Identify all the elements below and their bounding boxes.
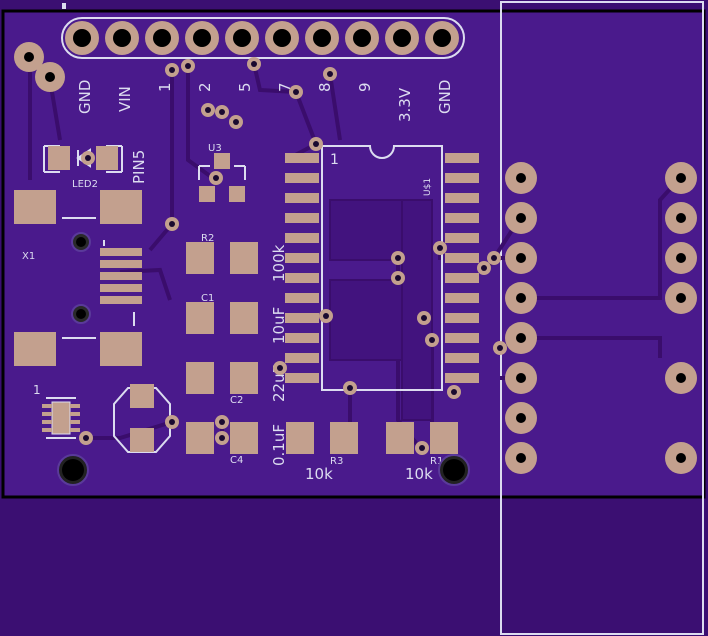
octagon-switch[interactable] — [113, 384, 171, 453]
r3-value: 10k — [305, 465, 333, 483]
pin5-label: PIN5 — [130, 150, 148, 184]
crystal-center-pads[interactable] — [100, 248, 142, 304]
mounting-holes-bottom — [57, 454, 470, 486]
r2-label: R2 — [201, 233, 214, 244]
r1-value: 10k — [405, 465, 433, 483]
c1-pads[interactable] — [186, 302, 258, 334]
mounting-pads-top-left[interactable] — [14, 42, 65, 92]
c2-label: C2 — [230, 395, 243, 406]
board-marker — [62, 3, 66, 9]
c4-label: C4 — [230, 455, 243, 466]
c4-value: 0.1uF — [270, 424, 288, 466]
u3-label: U3 — [208, 143, 222, 154]
r1-pads[interactable] — [386, 422, 458, 454]
via-holes — [83, 61, 503, 451]
c1-label: C1 — [201, 293, 214, 304]
header-label-7: 7 — [276, 82, 294, 92]
crystal-x1-label: X1 — [22, 251, 35, 262]
c2-value: 22uF — [270, 365, 288, 402]
r1-label: R1 — [430, 456, 443, 467]
r3-label: R3 — [330, 456, 343, 467]
header-pads[interactable] — [61, 17, 465, 59]
header-label-vin: VIN — [116, 86, 134, 112]
small-chip-footprint[interactable] — [42, 397, 80, 439]
ic-u1-label: U$1 — [423, 178, 433, 196]
connector-left-pads[interactable] — [505, 162, 537, 474]
led2-label: LED2 — [72, 179, 98, 190]
crystal-holes — [71, 232, 91, 324]
c2-pads[interactable] — [186, 362, 258, 394]
connector-right-pads[interactable] — [665, 162, 697, 474]
trace-regions — [329, 199, 433, 421]
ic-u1-right-pins[interactable] — [445, 153, 479, 383]
ic-u1-body — [321, 145, 443, 391]
header-label-2: 2 — [196, 82, 214, 92]
crystal-x1-silk — [62, 217, 96, 339]
header-label-gnd: GND — [76, 80, 94, 114]
r2-value: 100k — [270, 244, 288, 282]
connector-outline — [500, 1, 704, 635]
ic-u1-left-pins[interactable] — [285, 153, 319, 383]
header-label-gnd2: GND — [436, 80, 454, 114]
crystal-center-silk — [103, 240, 135, 326]
header-label-3v3: 3.3V — [396, 87, 414, 122]
header-label-1: 1 — [156, 82, 174, 92]
r2-pads[interactable] — [186, 242, 258, 274]
r3-pads[interactable] — [286, 422, 358, 454]
pin1-mark-label: 1 — [33, 383, 41, 397]
ic-u1-pin1-mark: 1 — [330, 152, 339, 168]
header-label-9: 9 — [356, 82, 374, 92]
c1-value: 10uF — [270, 307, 288, 344]
c4-pads[interactable] — [186, 422, 258, 454]
crystal-x1-pads[interactable] — [14, 190, 142, 366]
header-label-5: 5 — [236, 82, 254, 92]
header-label-8: 8 — [316, 82, 334, 92]
u3-footprint[interactable] — [198, 153, 246, 202]
